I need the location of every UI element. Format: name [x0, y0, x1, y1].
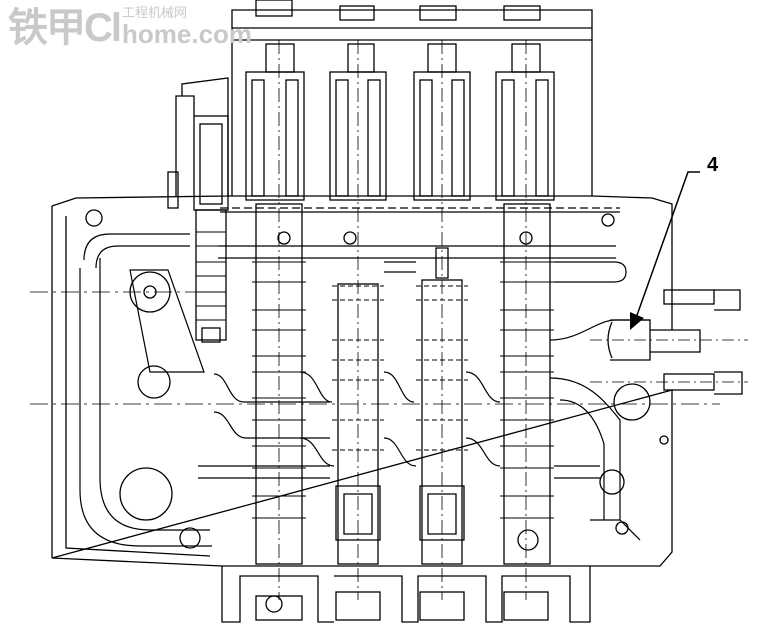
callout-label-4: 4	[707, 154, 719, 176]
internal-passages	[79, 233, 650, 547]
left-block-details	[30, 95, 720, 405]
spool-column-4	[495, 40, 555, 600]
spool-column-1	[245, 40, 306, 600]
watermark-logo: 铁甲 Cl 工程机械网 home.com	[8, 6, 252, 50]
callout-leader-4	[630, 171, 700, 330]
right-side-fittings	[590, 289, 748, 395]
watermark-subtitle: 工程机械网	[122, 6, 188, 21]
spool-column-2	[329, 40, 387, 600]
bottom-end-caps	[221, 566, 591, 623]
watermark-brand-latin: Cl	[84, 6, 122, 50]
spool-column-small-left	[193, 115, 229, 343]
ports-and-holes	[85, 209, 669, 613]
spool-column-3	[413, 40, 471, 600]
watermark-brand-cn: 铁甲	[8, 5, 86, 51]
top-block	[220, 0, 620, 213]
watermark-domain: home.com	[122, 19, 253, 49]
bore-lines	[332, 285, 468, 451]
